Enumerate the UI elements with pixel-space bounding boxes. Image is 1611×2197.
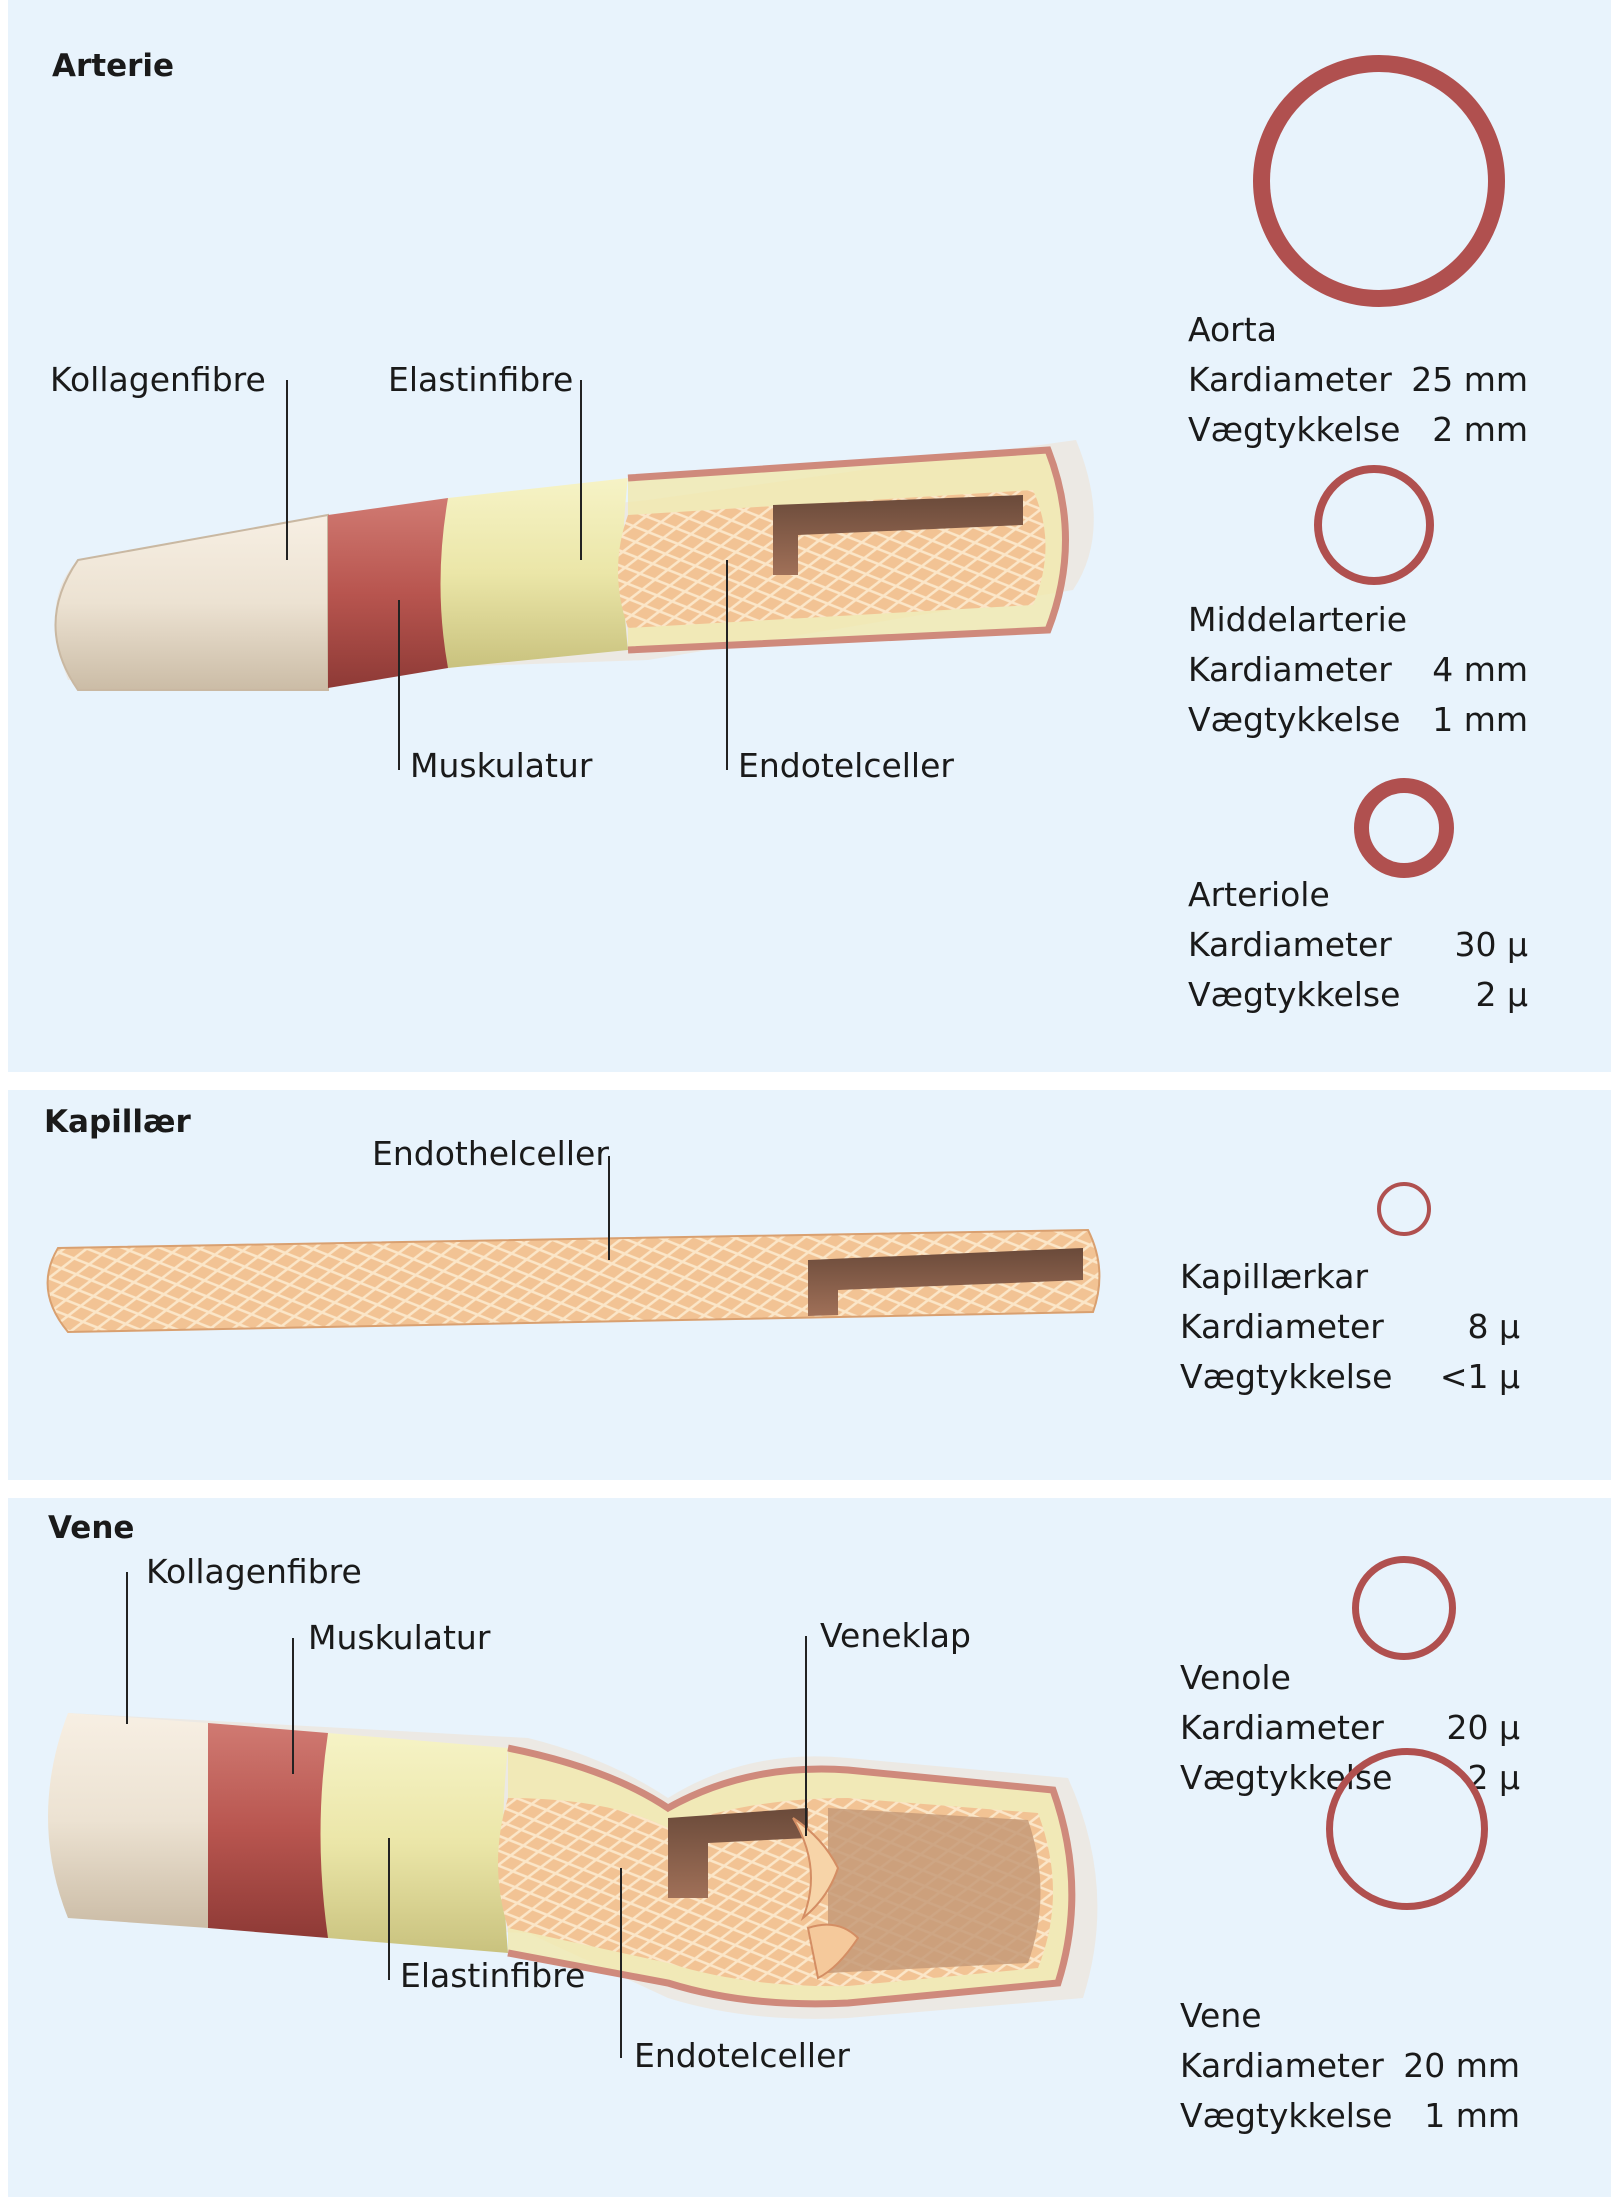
- wall-value: 1 mm: [1432, 700, 1528, 739]
- diameter-value: 25 mm: [1411, 360, 1528, 399]
- diameter-label: Kardiameter: [1180, 1307, 1384, 1346]
- label-endotelceller: Endotelceller: [634, 2036, 850, 2075]
- pointer-veneklap: [805, 1636, 807, 1836]
- diameter-value: 20 μ: [1446, 1708, 1520, 1747]
- kapillaer-panel: Kapillær Endothelceller Kapillærkar Kard…: [8, 1090, 1611, 1480]
- label-kollagenfibre: Kollagenfibre: [50, 360, 266, 399]
- wall-label: Vægtykkelse: [1188, 975, 1401, 1014]
- arterie-panel: Arterie Kollagenfibre Elastinfibre Musku…: [8, 0, 1611, 1072]
- vene-title: Vene: [48, 1510, 135, 1546]
- pointer-muskulatur: [292, 1638, 294, 1774]
- capillary-illustration: [46, 1228, 1101, 1334]
- diameter-value: 8 μ: [1467, 1307, 1520, 1346]
- diameter-value: 4 mm: [1432, 650, 1528, 689]
- diameter-value: 20 mm: [1403, 2046, 1520, 2085]
- vessel-name: Venole: [1180, 1658, 1291, 1697]
- vessel-name: Arteriole: [1188, 875, 1330, 914]
- arterie-title: Arterie: [52, 48, 175, 84]
- pointer-kollagenfibre: [286, 380, 288, 560]
- label-muskulatur: Muskulatur: [410, 746, 593, 785]
- label-endotelceller: Endotelceller: [738, 746, 954, 785]
- vene-panel: Vene Kollagenfibre Muskulatur Veneklap E…: [8, 1498, 1611, 2197]
- artery-illustration: [54, 440, 1094, 691]
- pointer-endotelceller: [620, 1868, 622, 2058]
- wall-value: 2 μ: [1475, 975, 1528, 1014]
- aorta-info: Aorta Kardiameter 25 mm Vægtykkelse 2 mm: [1188, 305, 1528, 455]
- aorta-ring: [1253, 55, 1505, 307]
- pointer-elastinfibre: [580, 380, 582, 560]
- middelarterie-info: Middelarterie Kardiameter 4 mm Vægtykkels…: [1188, 595, 1528, 745]
- wall-label: Vægtykkelse: [1188, 410, 1401, 449]
- vein-illustration: [48, 1713, 1098, 2019]
- vessel-name: Middelarterie: [1188, 600, 1408, 639]
- wall-value: 1 mm: [1424, 2096, 1520, 2135]
- wall-value: <1 μ: [1439, 1357, 1520, 1396]
- pointer-endotelceller: [726, 560, 728, 770]
- middelarterie-ring: [1314, 465, 1434, 585]
- label-muskulatur: Muskulatur: [308, 1618, 491, 1657]
- diameter-value: 30 μ: [1454, 925, 1528, 964]
- diameter-label: Kardiameter: [1188, 925, 1392, 964]
- diameter-label: Kardiameter: [1180, 1708, 1384, 1747]
- wall-label: Vægtykkelse: [1180, 1357, 1393, 1396]
- diameter-label: Kardiameter: [1188, 650, 1392, 689]
- label-endothelceller: Endothelceller: [372, 1134, 609, 1173]
- kapillaerkar-ring: [1377, 1182, 1431, 1236]
- label-kollagenfibre: Kollagenfibre: [146, 1552, 362, 1591]
- label-veneklap: Veneklap: [820, 1616, 971, 1655]
- pointer-endothelceller: [608, 1156, 610, 1260]
- kapillaer-title: Kapillær: [44, 1104, 191, 1140]
- label-elastinfibre: Elastinfibre: [400, 1956, 586, 1995]
- label-elastinfibre: Elastinfibre: [388, 360, 574, 399]
- diameter-label: Kardiameter: [1180, 2046, 1384, 2085]
- venole-ring: [1352, 1556, 1456, 1660]
- pointer-kollagenfibre: [126, 1572, 128, 1724]
- vene-info: Vene Kardiameter 20 mm Vægtykkelse 1 mm: [1180, 1991, 1520, 2141]
- vessel-name: Aorta: [1188, 310, 1277, 349]
- pointer-elastinfibre: [388, 1838, 390, 1980]
- vessel-name: Kapillærkar: [1180, 1257, 1369, 1296]
- vene-ring: [1326, 1748, 1488, 1910]
- arteriole-info: Arteriole Kardiameter 30 μ Vægtykkelse 2 μ: [1188, 870, 1528, 1020]
- diameter-label: Kardiameter: [1188, 360, 1392, 399]
- wall-value: 2 mm: [1432, 410, 1528, 449]
- vessel-name: Vene: [1180, 1996, 1262, 2035]
- kapillaerkar-info: Kapillærkar Kardiameter 8 μ Vægtykkelse <1…: [1180, 1252, 1520, 1402]
- wall-label: Vægtykkelse: [1180, 2096, 1393, 2135]
- wall-label: Vægtykkelse: [1188, 700, 1401, 739]
- pointer-muskulatur: [398, 600, 400, 770]
- arteriole-ring: [1354, 778, 1454, 878]
